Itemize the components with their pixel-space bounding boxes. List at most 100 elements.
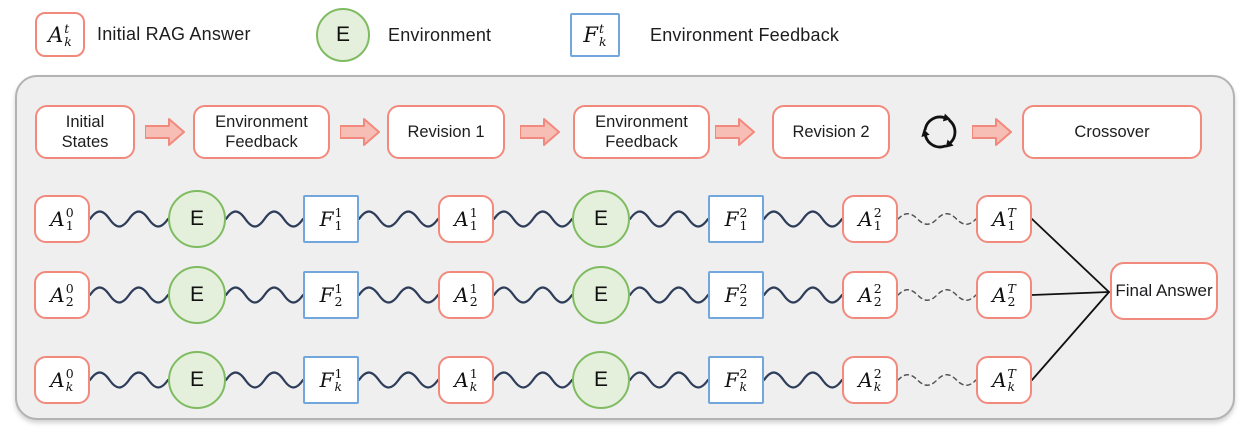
math-subscript: k [873, 379, 882, 394]
math-letter: A [858, 207, 873, 231]
environment-node: E [572, 190, 630, 248]
convergence-line [1031, 291, 1110, 381]
flow-arrow-icon [145, 118, 185, 146]
math-subscript: 2 [739, 294, 748, 309]
environment-letter: E [335, 23, 350, 46]
stage-environment-feedback-2: Environment Feedback [573, 105, 710, 159]
stage-revision-2: Revision 2 [772, 105, 890, 159]
math-subscript: k [1007, 379, 1016, 394]
legend-environment-label: Environment [388, 24, 492, 45]
dashed-wavy-connector [897, 374, 977, 386]
math-superscript: 0 [65, 205, 74, 221]
math-letter: A [50, 207, 65, 231]
stage-environment-feedback-1: Environment Feedback [193, 105, 330, 159]
math-letter: A [50, 283, 65, 307]
math-superscript: 2 [739, 366, 748, 382]
math-subscript: k [65, 379, 74, 394]
environment-node: E [168, 266, 226, 324]
math-subscript: 2 [65, 294, 74, 309]
wavy-connector [762, 286, 844, 304]
environment-letter: E [593, 207, 608, 230]
wavy-connector [357, 371, 440, 389]
wavy-connector [357, 286, 440, 304]
dashed-wavy-connector [897, 213, 977, 225]
math-letter: F [724, 207, 739, 231]
math-subscript: 2 [873, 294, 882, 309]
math-letter: A [992, 283, 1007, 307]
legend-environment-symbol: E [316, 8, 370, 62]
flow-arrow-icon [520, 118, 560, 146]
math-superscript: 0 [65, 366, 74, 382]
math-letter: A [992, 207, 1007, 231]
wavy-connector [88, 371, 170, 389]
wavy-connector [88, 210, 170, 228]
wavy-connector [628, 210, 710, 228]
wavy-connector [762, 210, 844, 228]
dashed-wavy-connector [897, 289, 977, 301]
wavy-connector [224, 210, 305, 228]
math-letter: A [858, 283, 873, 307]
environment-node: E [168, 351, 226, 409]
wavy-connector [492, 371, 574, 389]
environment-letter: E [189, 368, 204, 391]
math-superscript: 1 [334, 281, 343, 297]
math-letter: A [50, 368, 65, 392]
math-superscript: T [1007, 366, 1016, 382]
math-subscript: k [469, 379, 478, 394]
math-letter: F [724, 283, 739, 307]
iteration-cycle-icon [921, 113, 957, 149]
environment-letter: E [593, 368, 608, 391]
math-subscript: 2 [1007, 294, 1016, 309]
math-superscript: T [1007, 205, 1016, 221]
math-letter: F [319, 368, 334, 392]
math-superscript: 2 [739, 205, 748, 221]
math-subscript: 1 [1007, 218, 1016, 233]
math-subscript: 1 [739, 218, 748, 233]
math-superscript: T [1007, 281, 1016, 297]
math-superscript: t [64, 20, 70, 36]
wavy-connector [762, 371, 844, 389]
environment-letter: E [189, 283, 204, 306]
stage-revision-1: Revision 1 [387, 105, 505, 159]
math-subscript: k [599, 34, 607, 49]
final-answer-box: Final Answer [1110, 262, 1218, 320]
wavy-connector [357, 210, 440, 228]
math-letter: F [583, 23, 598, 47]
environment-node: E [572, 351, 630, 409]
wavy-connector [492, 286, 574, 304]
environment-letter: E [189, 207, 204, 230]
wavy-connector [492, 210, 574, 228]
legend-initial-rag-answer-label: Initial RAG Answer [97, 24, 251, 44]
environment-node: E [168, 190, 226, 248]
math-letter: F [319, 283, 334, 307]
math-letter: F [319, 207, 334, 231]
stage-crossover: Crossover [1022, 105, 1202, 159]
math-superscript: 1 [469, 281, 478, 297]
wavy-connector [88, 286, 170, 304]
math-letter: A [454, 207, 469, 231]
math-superscript: 1 [469, 205, 478, 221]
math-superscript: 2 [873, 366, 882, 382]
wavy-connector [224, 371, 305, 389]
math-superscript: 2 [873, 281, 882, 297]
stage-initial-states: Initial States [35, 105, 135, 159]
math-superscript: 2 [739, 281, 748, 297]
flow-arrow-icon [715, 118, 755, 146]
environment-node: E [572, 266, 630, 324]
